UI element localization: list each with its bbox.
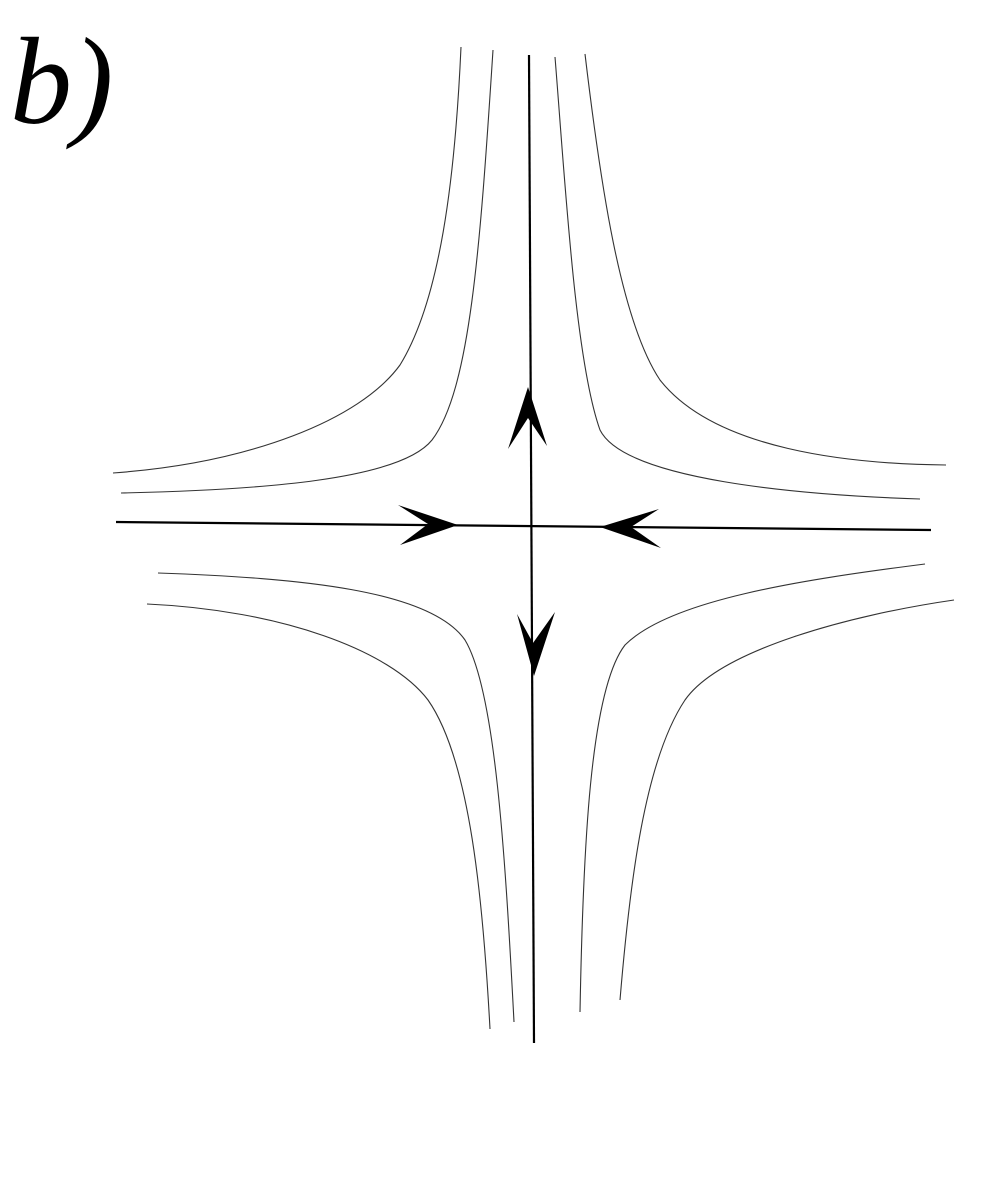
trajectory-lower-right-inner [579, 563, 926, 1013]
trajectory-lower-left-inner [157, 572, 515, 1023]
trajectory-upper-right-inner [554, 56, 921, 500]
trajectory-upper-right-outer [584, 53, 947, 466]
top-outward-arrow-icon [508, 387, 547, 449]
left-inward-arrow-icon [398, 505, 458, 545]
bottom-outward-arrow-icon [517, 612, 555, 676]
right-inward-arrow-icon [600, 509, 661, 548]
panel-label: b) [10, 13, 114, 150]
trajectory-upper-left-inner [120, 49, 494, 494]
trajectory-upper-left-outer [112, 46, 462, 474]
trajectory-lower-right-outer [619, 599, 955, 1001]
stable-manifold-line [115, 520, 932, 532]
unstable-manifold-line [527, 54, 536, 1044]
trajectory-lower-left-outer [146, 603, 491, 1030]
